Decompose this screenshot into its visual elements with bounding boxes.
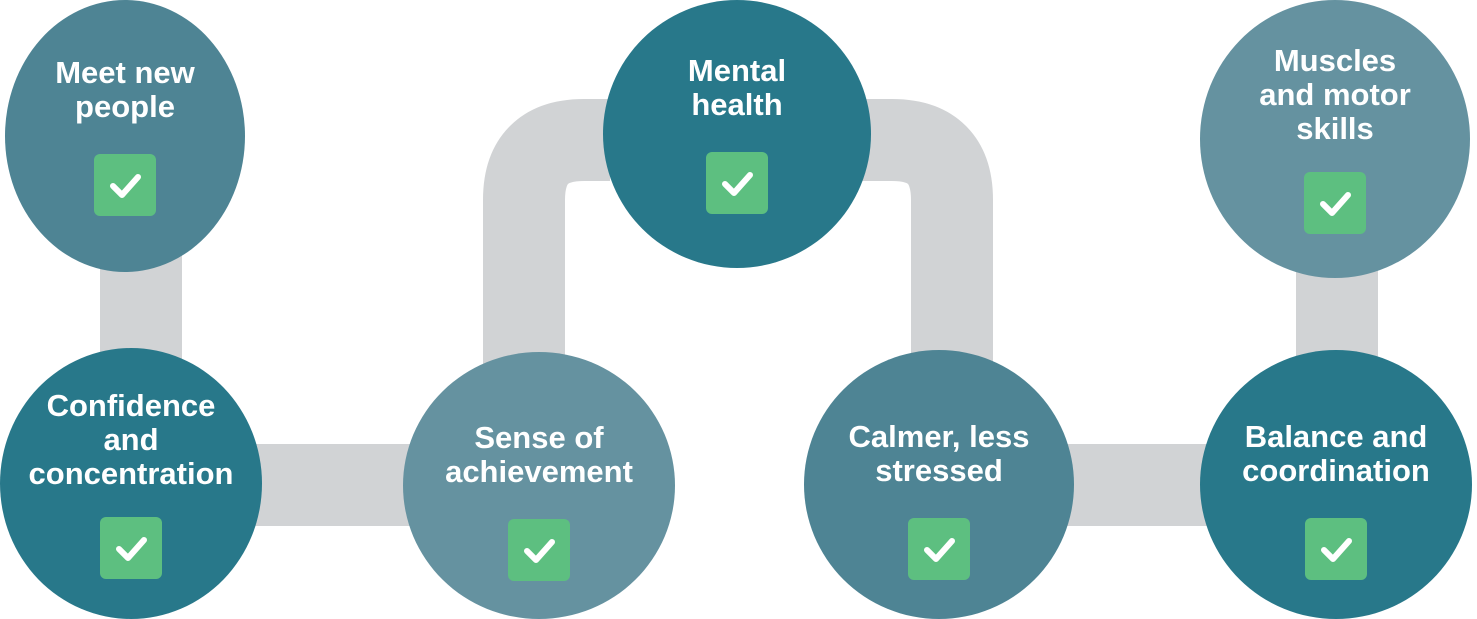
node-meet-new-people: Meet new people [5, 0, 245, 272]
node-balance-and-coordination: Balance and coordination [1200, 350, 1472, 619]
checkmark-icon [908, 517, 970, 580]
checkmark-icon [100, 516, 162, 579]
node-label: Balance and coordination [1242, 418, 1430, 488]
node-sense-of-achievement: Sense of achievement [403, 352, 675, 619]
node-label: Sense of achievement [445, 419, 633, 489]
checkmark-icon [94, 154, 156, 216]
node-calmer-less-stressed: Calmer, less stressed [804, 350, 1074, 619]
checkmark-icon [508, 518, 570, 581]
checkmark-icon [1305, 517, 1367, 580]
checkmark-icon [1304, 172, 1366, 234]
node-label: Mental health [687, 53, 787, 122]
node-confidence-and-concentration: Confidence and concentration [0, 348, 262, 619]
node-mental-health: Mental health [603, 0, 871, 268]
node-muscles-and-motor-skills: Muscles and motor skills [1200, 0, 1470, 278]
node-label: Confidence and concentration [28, 387, 234, 491]
checkmark-icon [706, 152, 768, 214]
node-label: Meet new people [55, 55, 195, 124]
node-label: Calmer, less stressed [848, 418, 1030, 488]
node-label: Muscles and motor skills [1259, 43, 1411, 146]
